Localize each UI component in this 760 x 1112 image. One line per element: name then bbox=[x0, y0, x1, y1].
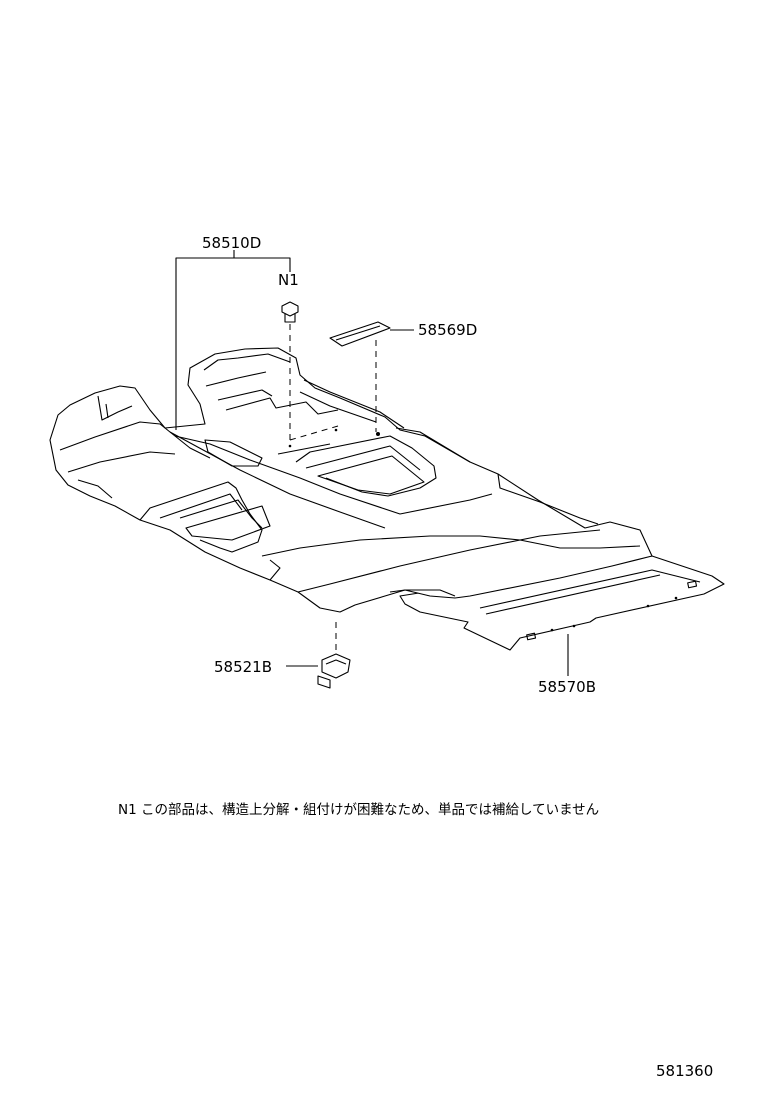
label-n1: N1 bbox=[278, 271, 299, 289]
figure-number: 581360 bbox=[656, 1062, 714, 1080]
pad-58569d: 58569D bbox=[329, 321, 477, 432]
footnote-n1: N1 この部品は、構造上分解・組付けが困難なため、単品では補給していません bbox=[118, 802, 600, 818]
label-58570b: 58570B bbox=[538, 678, 596, 696]
leader-58510d: 58510D bbox=[175, 234, 291, 430]
floor-carpet-58510d bbox=[49, 347, 653, 613]
label-58521b: 58521B bbox=[214, 658, 272, 676]
label-58569d: 58569D bbox=[418, 321, 477, 339]
clip-n1: N1 bbox=[278, 271, 339, 444]
label-58510d: 58510D bbox=[202, 234, 261, 252]
clip-58521b: 58521B bbox=[214, 622, 351, 689]
leader-58570b: 58570B bbox=[538, 634, 596, 696]
rear-carpet-58570b bbox=[399, 555, 725, 651]
